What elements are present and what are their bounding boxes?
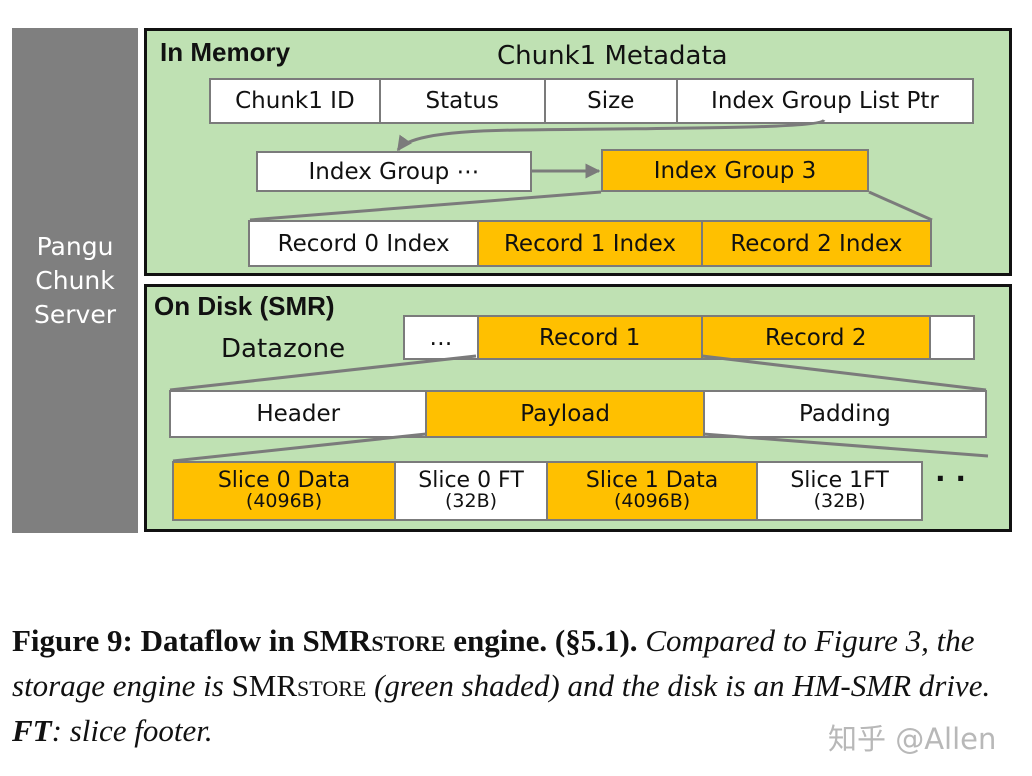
metadata-field: Size [545, 78, 678, 124]
datazone-cell-ellipsis: … [403, 315, 479, 360]
pangu-chunk-server-bar [12, 28, 138, 533]
datazone-record-1: Record 1 [478, 315, 703, 360]
figure-caption: Figure 9: Dataflow in SMRstore engine. (… [12, 618, 1012, 753]
caption-ft: FT [12, 713, 52, 748]
server-label: Pangu Chunk Server [12, 230, 138, 332]
index-group-3: Index Group 3 [601, 149, 869, 192]
record-layout-row: Header Payload Padding [169, 390, 987, 438]
caption-label: Figure 9: Dataflow in SMR [12, 623, 372, 658]
record-index: Record 1 Index [479, 220, 703, 267]
caption-text-3: : slice footer. [51, 713, 213, 748]
datazone-record-2: Record 2 [702, 315, 931, 360]
slices-more: · · [935, 462, 967, 495]
server-label-line-2: Chunk [35, 266, 115, 295]
record-index: Record 0 Index [248, 220, 480, 267]
caption-label-rest: engine. (§5.1). [445, 623, 638, 658]
slice-name: Slice 1 Data [585, 468, 719, 493]
slice-0-data: Slice 0 Data (4096B) [172, 461, 397, 521]
in-memory-title: In Memory [160, 37, 291, 67]
datazone-row: … Record 1 Record 2 [403, 315, 975, 360]
caption-text-1: Compared to Figure 3, the storage engine… [12, 623, 975, 703]
record-header: Header [169, 390, 428, 438]
slice-name: Slice 0 FT [418, 468, 524, 493]
slice-size: (4096B) [245, 490, 323, 512]
slice-0-ft: Slice 0 FT (32B) [396, 461, 548, 521]
datazone-label: Datazone [221, 334, 346, 364]
slice-name: Slice 1FT [790, 468, 889, 493]
record-index-row: Record 0 Index Record 1 Index Record 2 I… [248, 220, 932, 267]
caption-label-smallcaps: store [371, 623, 446, 658]
slice-size: (32B) [813, 490, 866, 512]
slice-row: Slice 0 Data (4096B) Slice 0 FT (32B) Sl… [172, 461, 923, 521]
caption-smr: SMR [231, 668, 298, 703]
record-padding: Padding [704, 390, 987, 438]
metadata-field: Status [380, 78, 546, 124]
caption-smr-smallcaps: store [297, 668, 367, 703]
metadata-field: Chunk1 ID [209, 78, 381, 124]
slice-1-data: Slice 1 Data (4096B) [548, 461, 759, 521]
datazone-cell-empty [930, 315, 975, 360]
metadata-row: Chunk1 ID Status Size Index Group List P… [209, 78, 975, 124]
metadata-field: Index Group List Ptr [677, 78, 975, 124]
slice-1-ft: Slice 1FT (32B) [758, 461, 923, 521]
server-label-line-3: Server [34, 300, 116, 329]
record-index: Record 2 Index [702, 220, 932, 267]
slice-size: (4096B) [613, 490, 691, 512]
server-label-line-1: Pangu [36, 232, 114, 261]
on-disk-title: On Disk (SMR) [154, 291, 335, 321]
caption-text-2: (green shaded) and the disk is an HM-SMR… [366, 668, 991, 703]
watermark: 知乎 @Allen [828, 722, 997, 756]
index-group-other: Index Group ⋯ [256, 151, 532, 192]
slice-size: (32B) [444, 490, 498, 512]
metadata-title: Chunk1 Metadata [497, 41, 728, 71]
record-payload: Payload [427, 390, 705, 438]
slice-name: Slice 0 Data [217, 468, 351, 493]
